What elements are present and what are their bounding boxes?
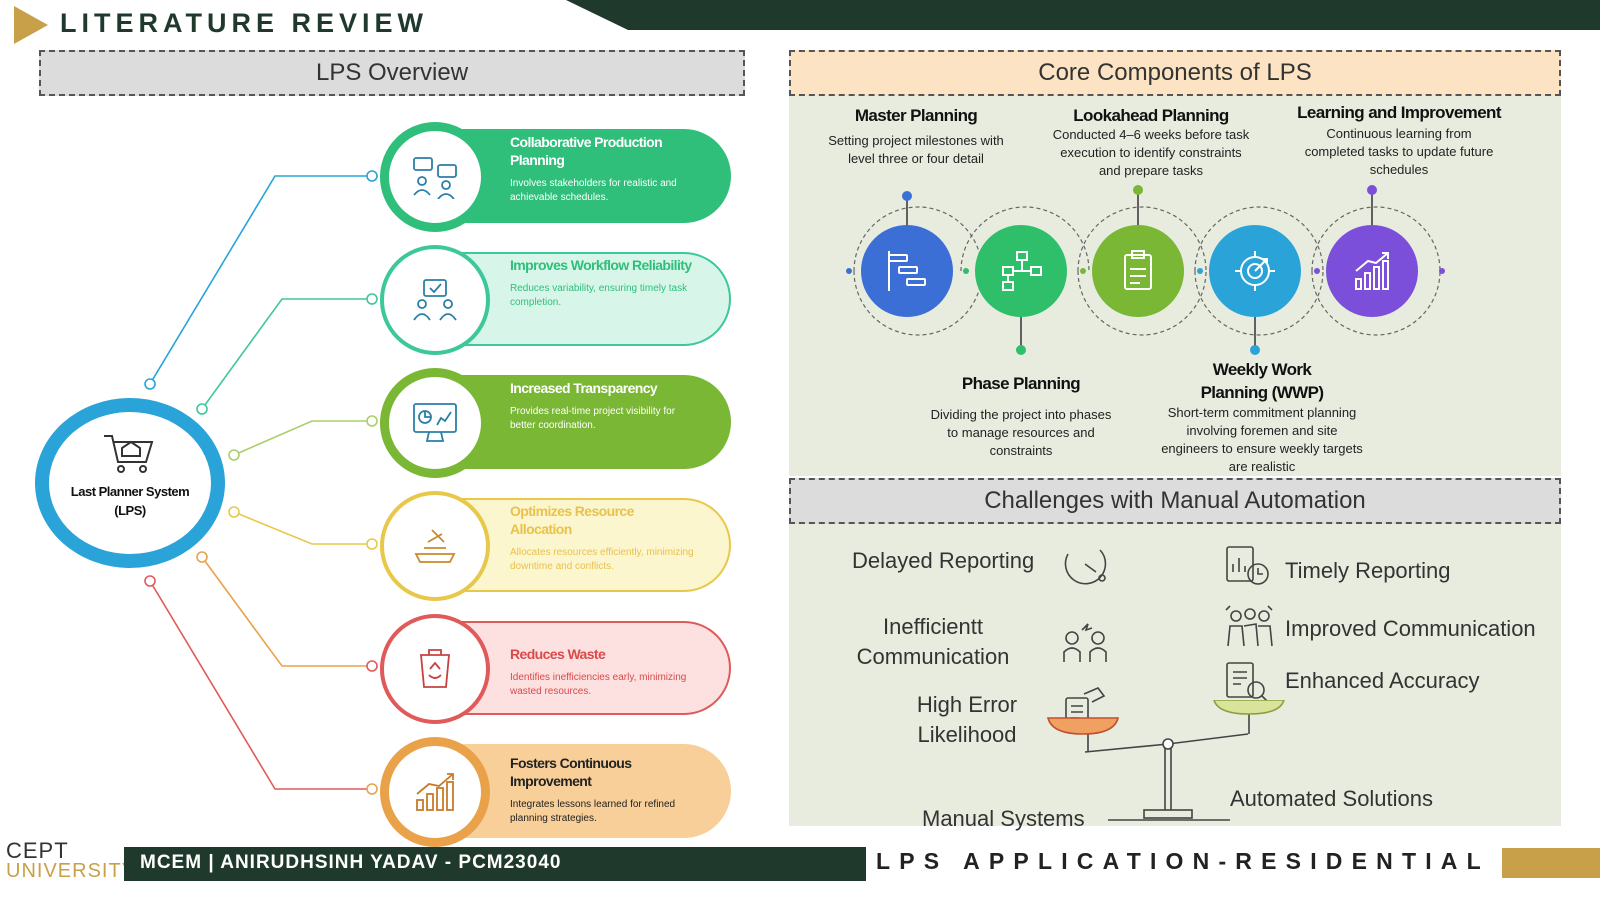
gantt-icon — [888, 251, 926, 291]
core-connectors — [846, 185, 1445, 355]
item-disc — [380, 122, 490, 232]
item-desc: Involves stakeholders for realistic and … — [510, 178, 677, 203]
people-conflict-icon — [1063, 623, 1107, 662]
item-disc — [380, 737, 490, 847]
item-disc — [380, 491, 490, 601]
page-title: LITERATURE REVIEW — [60, 8, 428, 38]
resource-tray-icon — [414, 529, 456, 563]
balance-scale-icon — [1046, 700, 1285, 821]
clipboard-icon — [1124, 250, 1152, 290]
component-master-planning: Master Planning Setting project mileston… — [821, 106, 1011, 168]
component-desc: Conducted 4–6 weeks before task executio… — [1052, 127, 1250, 178]
item-title: Reduces Waste — [510, 646, 606, 662]
overview-item-workflow: Improves Workflow Reliability Reduces va… — [455, 252, 731, 346]
header-band — [566, 0, 1600, 30]
auto-item-accuracy: Enhanced Accuracy — [1285, 668, 1480, 693]
overview-item-transparency: Increased Transparency Provides real-tim… — [455, 375, 731, 469]
auto-item-timely: Timely Reporting — [1285, 558, 1451, 583]
component-learning-improvement: Learning and Improvement Continuous lear… — [1281, 103, 1517, 179]
delayed-clock-icon — [1064, 549, 1107, 585]
item-disc — [380, 368, 490, 478]
item-desc: Provides real-time project visibility fo… — [510, 406, 676, 431]
item-title: Improves Workflow Reliability — [510, 257, 692, 273]
overview-connectors — [144, 170, 378, 795]
lps-center-ring — [35, 398, 225, 568]
manual-item-communication: Inefficientt Communication — [856, 614, 1010, 669]
footer-topic: LPS APPLICATION-RESIDENTIAL — [876, 848, 1490, 874]
manual-item-error: High Error Likelihood — [916, 692, 1018, 747]
manual-systems-label: Manual Systems — [922, 806, 1085, 831]
people-chat-icon — [413, 157, 457, 199]
growth-chart-icon — [416, 773, 454, 811]
overview-item-waste: Reduces Waste Identifies inefficiencies … — [455, 621, 731, 715]
logo-bottom-text: UNIVERSITY — [6, 860, 137, 882]
item-title: Collaborative Production Planning — [510, 134, 663, 168]
team-celebration-icon — [1225, 605, 1273, 647]
overview-item-resource: Optimizes Resource Allocation Allocates … — [455, 498, 731, 592]
core-section-title: Core Components of LPS — [789, 50, 1561, 96]
lookahead-planning-node — [1092, 225, 1184, 317]
item-title: Optimizes Resource Allocation — [510, 503, 634, 537]
presentation-people-icon — [413, 279, 457, 321]
monitor-chart-icon — [413, 403, 457, 442]
learning-improvement-node — [1326, 225, 1418, 317]
overview-item-improvement: Fosters Continuous Improvement Integrate… — [455, 744, 731, 838]
automated-solutions-label: Automated Solutions — [1230, 786, 1434, 811]
component-phase-planning: Phase Planning Dividing the project into… — [925, 374, 1117, 460]
component-title: Weekly Work Planning (WWP) — [1200, 360, 1324, 402]
shopping-cart-icon — [104, 435, 154, 473]
rising-bars-icon — [1355, 252, 1389, 290]
logo-top-text: CEPT — [6, 838, 69, 863]
manual-item-delayed: Delayed Reporting — [852, 548, 1035, 573]
footer-accent — [1502, 848, 1600, 878]
component-title: Master Planning — [854, 106, 978, 125]
item-desc: Reduces variability, ensuring timely tas… — [510, 283, 688, 308]
workflow-icon — [1002, 251, 1042, 291]
component-lookahead-planning: Lookahead Planning Conducted 4–6 weeks b… — [1051, 106, 1251, 180]
auto-item-communication: Improved Communication — [1285, 616, 1536, 641]
component-desc: Continuous learning from completed tasks… — [1304, 126, 1494, 177]
item-desc: Integrates lessons learned for refined p… — [510, 799, 676, 824]
component-title: Lookahead Planning — [1073, 106, 1229, 125]
recycle-bin-icon — [420, 649, 450, 688]
target-icon — [1235, 251, 1275, 291]
overview-section-title: LPS Overview — [39, 50, 745, 96]
item-disc — [380, 245, 490, 355]
component-desc: Setting project milestones with level th… — [828, 133, 1004, 166]
challenges-panel — [789, 524, 1561, 826]
component-desc: Short-term commitment planning involving… — [1161, 405, 1363, 474]
item-title: Fosters Continuous Improvement — [510, 755, 632, 789]
component-title: Phase Planning — [961, 374, 1081, 393]
component-desc: Dividing the project into phases to mana… — [930, 407, 1112, 458]
component-weekly-work-planning: Weekly Work Planning (WWP) Short-term co… — [1157, 358, 1367, 476]
header-arrow-icon — [14, 6, 48, 44]
master-planning-node — [861, 225, 953, 317]
phase-planning-node — [975, 225, 1067, 317]
footer-band — [124, 847, 866, 881]
challenges-section-title: Challenges with Manual Automation — [789, 478, 1561, 524]
report-clock-icon — [1226, 546, 1269, 585]
footer-presenter: MCEM | ANIRUDHSINH YADAV - PCM23040 — [140, 852, 562, 873]
overview-item-collaborative: Collaborative Production Planning Involv… — [455, 129, 731, 223]
item-desc: Allocates resources efficiently, minimiz… — [510, 547, 694, 572]
item-desc: Identifies inefficiencies early, minimiz… — [510, 672, 687, 697]
item-disc — [380, 614, 490, 724]
weekly-work-planning-node — [1209, 225, 1301, 317]
component-title: Learning and Improvement — [1297, 103, 1501, 122]
item-title: Increased Transparency — [510, 380, 658, 396]
lps-center-label: Last Planner System (LPS) — [70, 484, 190, 518]
